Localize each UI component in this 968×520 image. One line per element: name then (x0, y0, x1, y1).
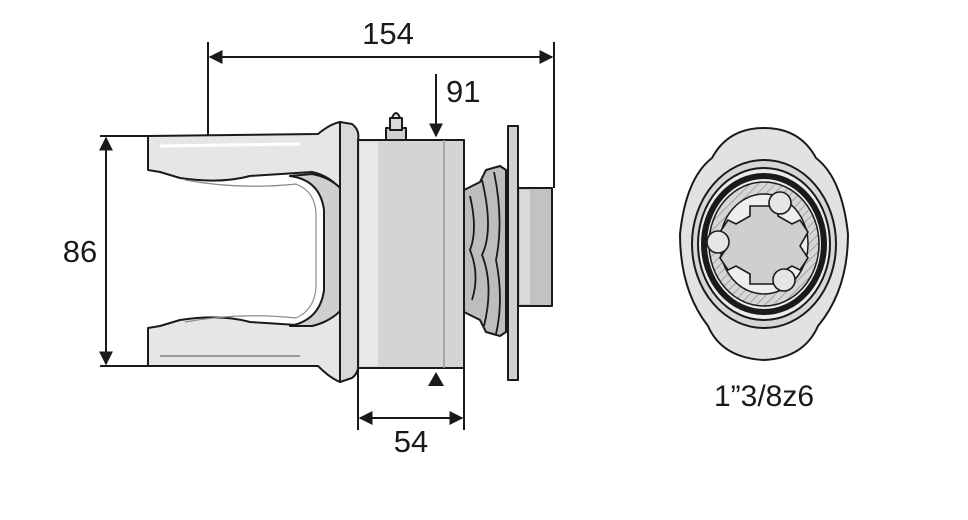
yoke-neck (339, 121, 360, 383)
dimension-lines (99, 42, 555, 430)
shield-plate (507, 125, 519, 381)
collar-marker-triangle (428, 372, 444, 386)
end-view (678, 126, 850, 362)
grease-nipple (385, 112, 407, 141)
locking-ball (768, 191, 792, 215)
dim-label-154: 154 (362, 16, 414, 51)
dim-label-54: 54 (394, 424, 428, 459)
locking-ball (772, 268, 796, 292)
locking-ball (706, 230, 730, 254)
dim-label-91: 91 (446, 74, 480, 109)
end-view-ring (701, 173, 827, 315)
side-view (147, 112, 553, 383)
dim-label-86: 86 (63, 234, 97, 269)
spline-size-label: 1”3/8z6 (714, 380, 814, 413)
